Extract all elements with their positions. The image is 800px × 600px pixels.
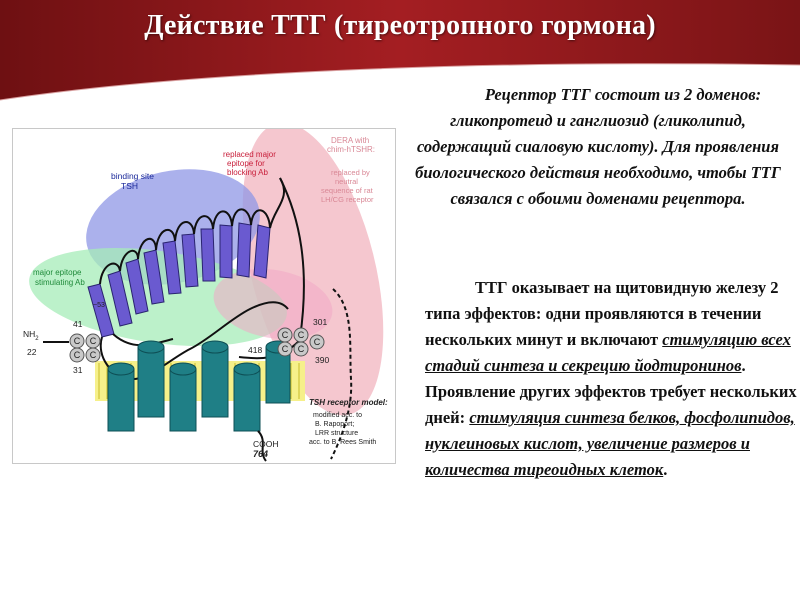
svg-text:C: C — [282, 330, 289, 340]
label-301: 301 — [313, 317, 327, 327]
label-replaced-3: blocking Ab — [227, 168, 268, 177]
svg-text:C: C — [298, 344, 305, 354]
label-binding-site: binding site — [111, 171, 154, 181]
effect-slow-link[interactable]: стимуляция синтеза белков, фосфолипидов,… — [425, 408, 795, 479]
svg-text:C: C — [314, 337, 321, 347]
svg-text:C: C — [298, 330, 305, 340]
label-model-3: LRR structure — [315, 430, 358, 437]
label-22: 22 — [27, 347, 37, 357]
page-title: Действие ТТГ (тиреотропного гормона) — [144, 10, 656, 41]
label-model-1: modified acc. to — [313, 412, 362, 419]
label-model-2: B. Rapoport; — [315, 421, 354, 428]
label-replby-2: neutral — [335, 177, 358, 186]
label-390: 390 — [315, 355, 329, 365]
svg-text:C: C — [74, 336, 81, 346]
lrr-domain — [87, 222, 271, 338]
header-background — [0, 0, 800, 110]
label-cooh: COOH — [253, 439, 279, 449]
header-band: Действие ТТГ (тиреотропного гормона) — [0, 0, 800, 110]
cys-residues — [69, 327, 325, 363]
label-53: ~53 — [93, 302, 105, 309]
tsh-receptor-figure: C C C C C C C C C binding site TSH repla… — [12, 122, 396, 464]
svg-text:C: C — [74, 350, 81, 360]
effects-description: ТТГ оказывает на щитовидную железу 2 тип… — [425, 278, 797, 479]
label-model-title: TSH receptor model: — [309, 398, 388, 407]
label-nh2: NH2 — [23, 329, 39, 342]
label-replaced-1: replaced major — [223, 150, 276, 159]
cys-letters: C C C C C C C C C — [74, 330, 321, 360]
label-replby-1: replaced by — [331, 168, 370, 177]
svg-text:C: C — [90, 350, 97, 360]
label-major-2: stimulating Ab — [35, 278, 85, 287]
label-replby-3: sequence of rat — [321, 186, 374, 195]
label-dera-2: chim-hTSHR: — [327, 145, 375, 154]
svg-text:C: C — [90, 336, 97, 346]
label-31: 31 — [73, 365, 83, 375]
label-model-4: acc. to B. Rees Smith — [309, 439, 376, 446]
label-41: 41 — [73, 319, 83, 329]
label-dera-1: DERA with — [331, 136, 369, 145]
receptor-description: Рецептор ТТГ состоит из 2 доменов: глико… — [415, 85, 781, 208]
label-binding-tsh: TSH — [121, 181, 138, 191]
label-replby-4: LH/CG receptor — [321, 195, 374, 204]
effect-fast-link[interactable]: стимуляцию всех стадий синтеза и секреци… — [425, 330, 791, 375]
svg-text:C: C — [282, 344, 289, 354]
label-replaced-2: epitope for — [227, 159, 265, 168]
label-418: 418 — [248, 345, 262, 355]
transmembrane-helices — [107, 340, 291, 462]
label-major-1: major epitope — [33, 268, 82, 277]
label-764: 764 — [253, 449, 268, 459]
receptor-diagram: C C C C C C C C C binding site TSH repla… — [23, 122, 388, 462]
